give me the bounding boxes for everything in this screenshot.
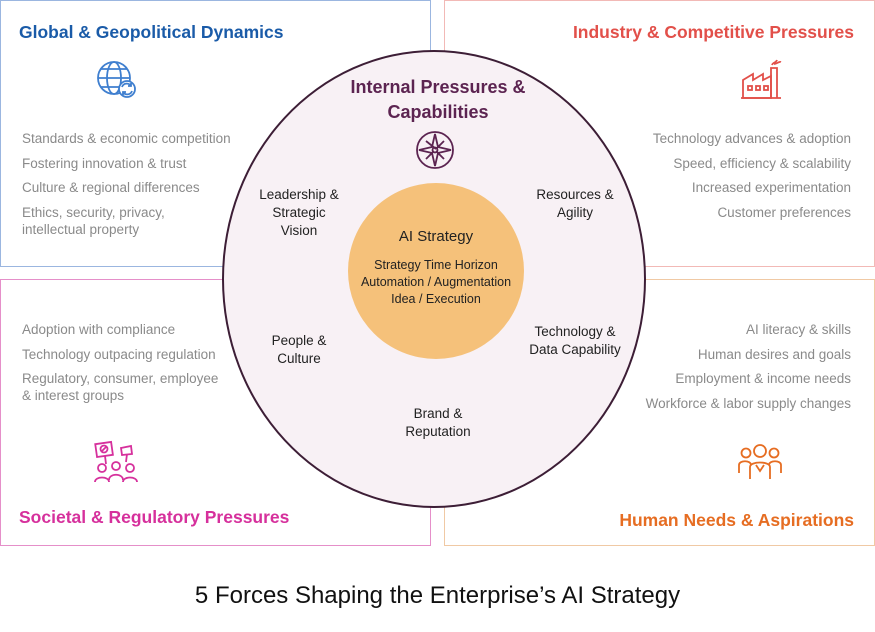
list-item: Technology outpacing regulation [22, 346, 216, 362]
list-item: Technology advances & adoption [652, 131, 851, 146]
leadership-label: Leadership & Strategic Vision [259, 187, 339, 238]
list-item: Regulatory, consumer, employee & interes… [22, 371, 219, 403]
internal-pressures-title: Internal Pressures & Capabilities [222, 75, 654, 125]
list-item: Customer preferences [717, 204, 851, 220]
global-dynamics-list: Standards & economic competition Fosteri… [22, 130, 262, 245]
internal-title-text: Internal Pressures & Capabilities [350, 77, 526, 122]
ai-strategy-lines: Strategy Time Horizon Automation / Augme… [348, 257, 524, 308]
list-item: Culture & regional differences [22, 180, 200, 195]
ai-strategy-line: Strategy Time Horizon [374, 258, 498, 272]
list-item: Standards & economic competition [22, 131, 231, 146]
societal-pressures-title: Societal & Regulatory Pressures [19, 507, 290, 527]
list-item: Workforce & labor supply changes [645, 395, 851, 411]
list-item: Adoption with compliance [22, 322, 176, 337]
industry-pressures-title: Industry & Competitive Pressures [572, 22, 854, 42]
internal-pressures-circle: Internal Pressures & Capabilities Leader… [222, 50, 654, 520]
ai-strategy-core [348, 183, 524, 359]
ai-strategy-line: Automation / Augmentation [360, 275, 512, 289]
list-item: Fostering innovation & trust [22, 155, 187, 171]
resources-label: Resources & Agility [536, 187, 614, 220]
global-dynamics-title: Global & Geopolitical Dynamics [19, 22, 284, 42]
technology-label: Technology & Data Capability [529, 324, 621, 357]
protest-group-icon [93, 440, 139, 489]
people-label: People & Culture [271, 333, 327, 366]
list-item: Ethics, security, privacy, intellectual … [22, 204, 165, 237]
list-item: Increased experimentation [691, 180, 851, 195]
globe-refresh-icon [95, 58, 139, 105]
list-item: Human desires and goals [697, 346, 851, 362]
ai-strategy-line: Idea / Execution [391, 292, 481, 306]
industry-pressures-list: Technology advances & adoption Speed, ef… [591, 130, 851, 228]
figure-caption: 5 Forces Shaping the Enterprise’s AI Str… [194, 582, 681, 609]
brand-label: Brand & Reputation [405, 406, 471, 439]
human-needs-title: Human Needs & Aspirations [619, 510, 854, 530]
list-item: Employment & income needs [675, 371, 851, 386]
ai-strategy-title: AI Strategy [398, 228, 474, 245]
factory-icon [739, 58, 783, 107]
people-group-icon [737, 439, 783, 490]
list-item: AI literacy & skills [745, 322, 851, 337]
societal-pressures-list: Adoption with compliance Technology outp… [22, 321, 252, 412]
compass-star-icon [415, 130, 455, 175]
human-needs-list: AI literacy & skills Human desires and g… [591, 321, 851, 419]
list-item: Speed, efficiency & scalability [673, 155, 851, 171]
